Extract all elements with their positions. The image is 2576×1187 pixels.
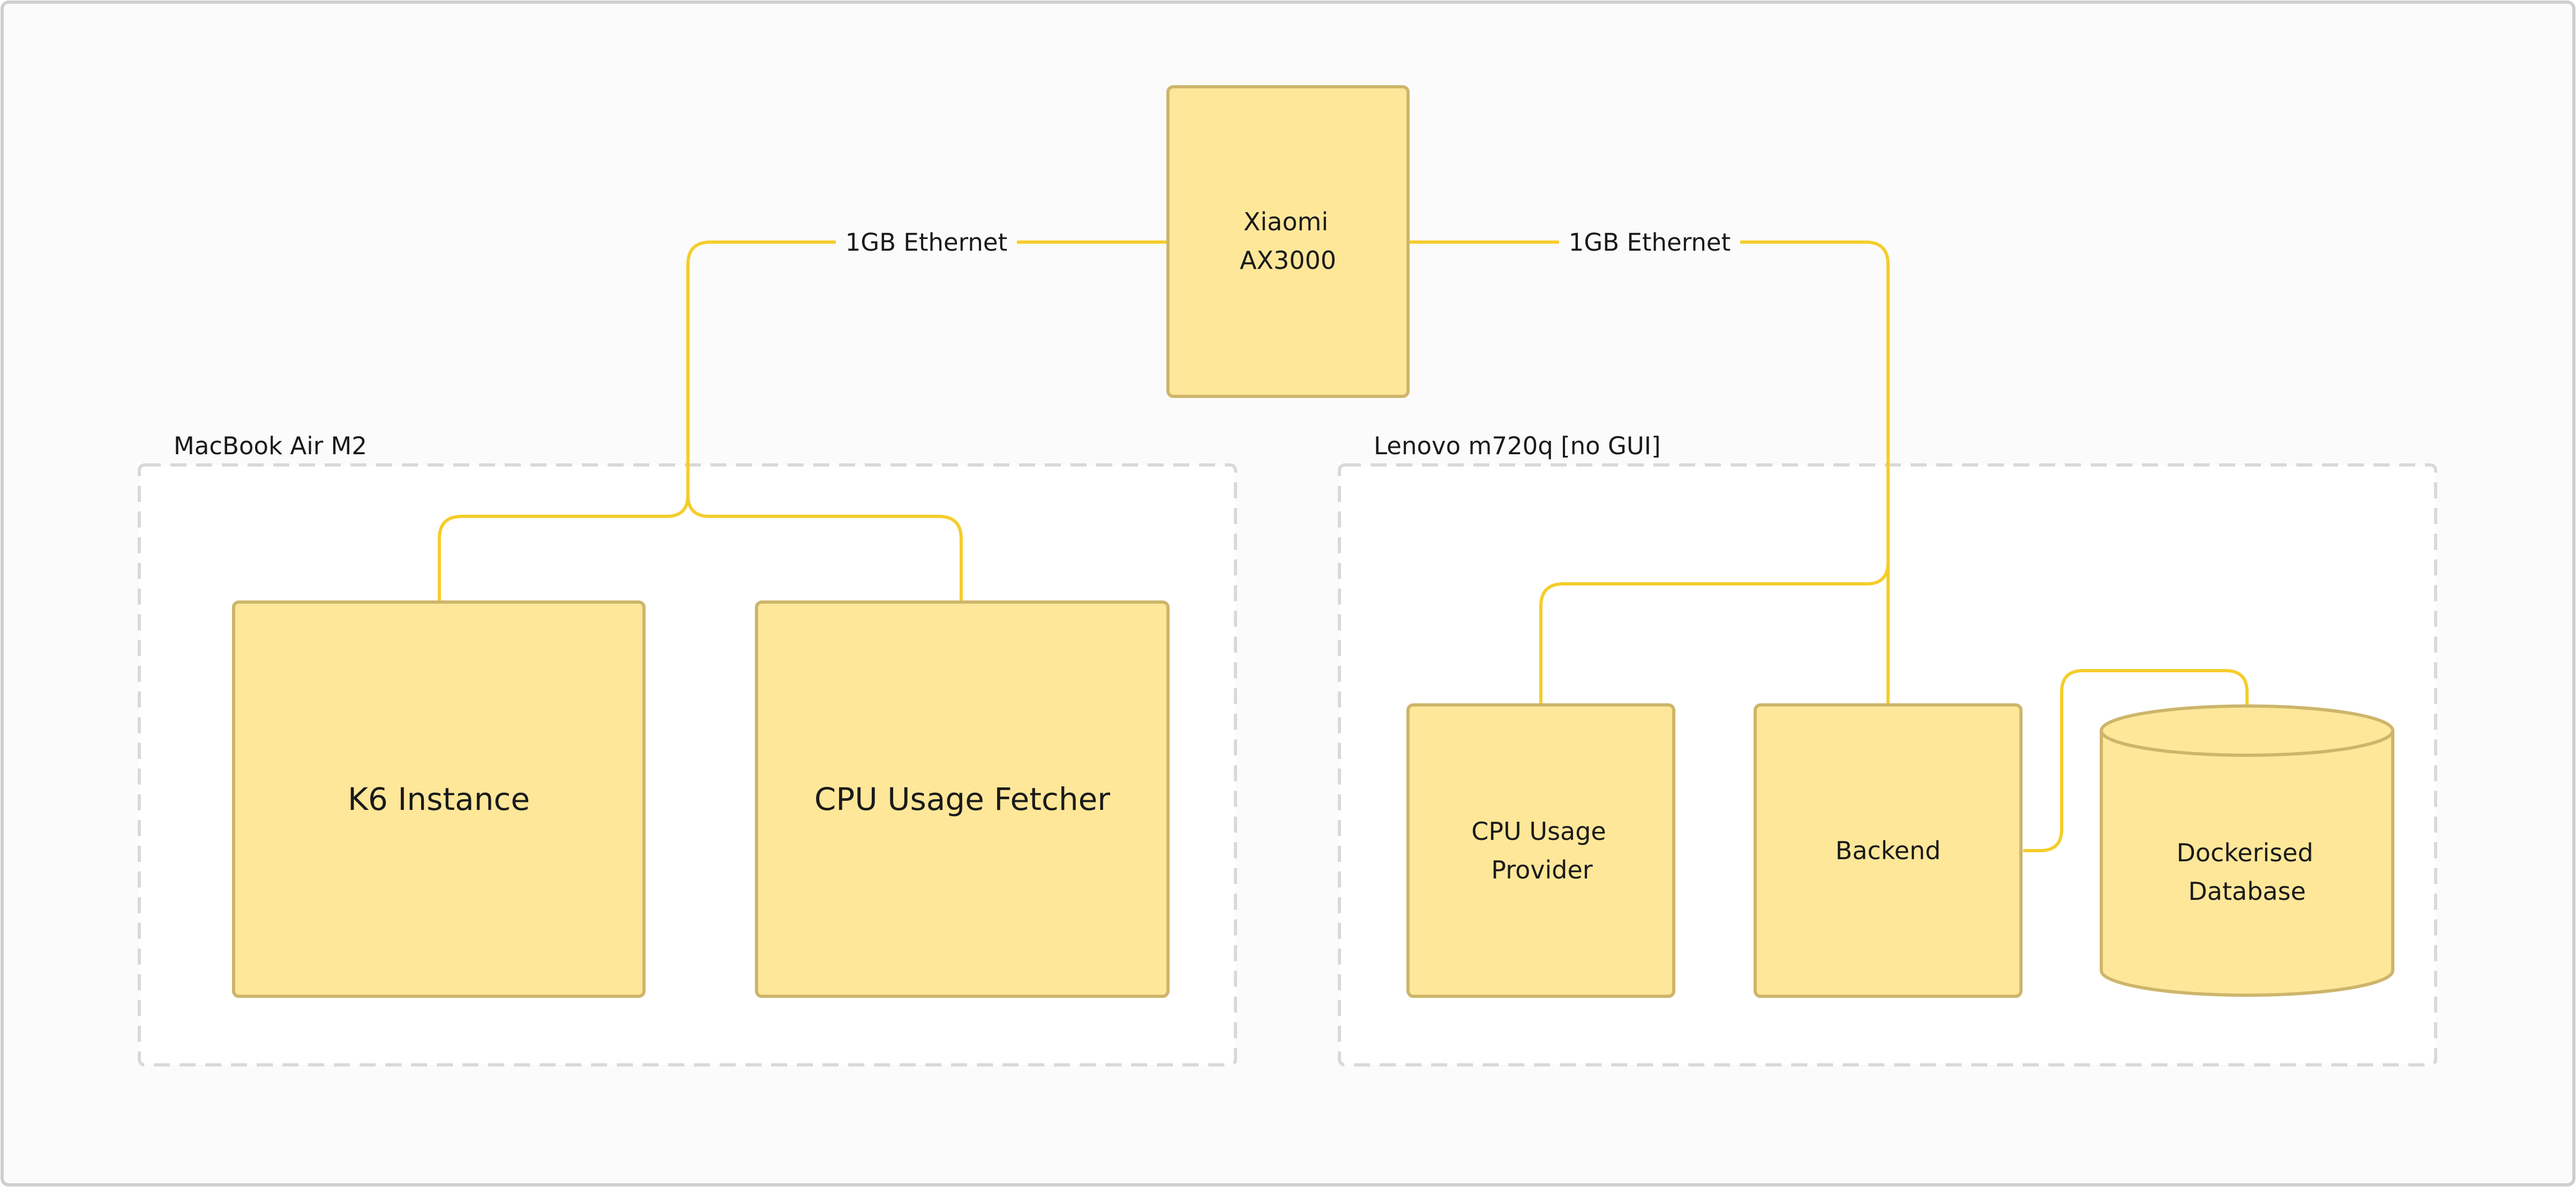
database-cylinder-top: [2100, 704, 2394, 757]
node-cpu-usage-provider[interactable]: CPU Usage Provider: [1406, 703, 1675, 998]
router-label-line-2: AX3000: [1240, 246, 1336, 275]
node-dockerised-database[interactable]: Dockerised Database: [2100, 704, 2394, 997]
fetcher-label: CPU Usage Fetcher: [814, 781, 1110, 817]
backend-label: Backend: [1836, 836, 1941, 865]
connector-to-k6: [438, 494, 690, 602]
fetcher-box: [755, 600, 1170, 998]
router-box: [1166, 85, 1410, 398]
node-cpu-usage-fetcher[interactable]: CPU Usage Fetcher: [755, 600, 1170, 998]
k6-label: K6 Instance: [348, 781, 530, 817]
router-label-line-1: Xiaomi: [1244, 207, 1328, 236]
provider-label-line-2: Provider: [1491, 855, 1592, 884]
backend-box: [1754, 703, 2023, 998]
connector-to-provider: [1539, 562, 1890, 705]
group-label-lenovo: Lenovo m720q [no GUI]: [1374, 432, 1661, 460]
provider-box: [1406, 703, 1675, 998]
k6-box: [232, 600, 646, 998]
database-cylinder-body: [2100, 731, 2394, 997]
database-label-line-1: Dockerised: [2176, 838, 2313, 867]
database-label-line-2: Database: [2188, 877, 2306, 906]
connectors: [438, 241, 2249, 852]
node-k6-instance[interactable]: K6 Instance: [232, 600, 646, 998]
edge-label-right: 1GB Ethernet: [1569, 228, 1731, 257]
node-backend[interactable]: Backend: [1754, 703, 2023, 998]
connector-backend-database: [2023, 669, 2249, 852]
connector-router-right-b: [1740, 241, 1890, 705]
edge-label-left: 1GB Ethernet: [845, 228, 1008, 257]
connector-router-left-b: [686, 241, 836, 495]
provider-label-line-1: CPU Usage: [1471, 817, 1606, 846]
connector-to-fetcher: [686, 494, 963, 602]
group-label-macbook: MacBook Air M2: [174, 432, 367, 460]
node-router[interactable]: Xiaomi AX3000: [1166, 85, 1410, 398]
